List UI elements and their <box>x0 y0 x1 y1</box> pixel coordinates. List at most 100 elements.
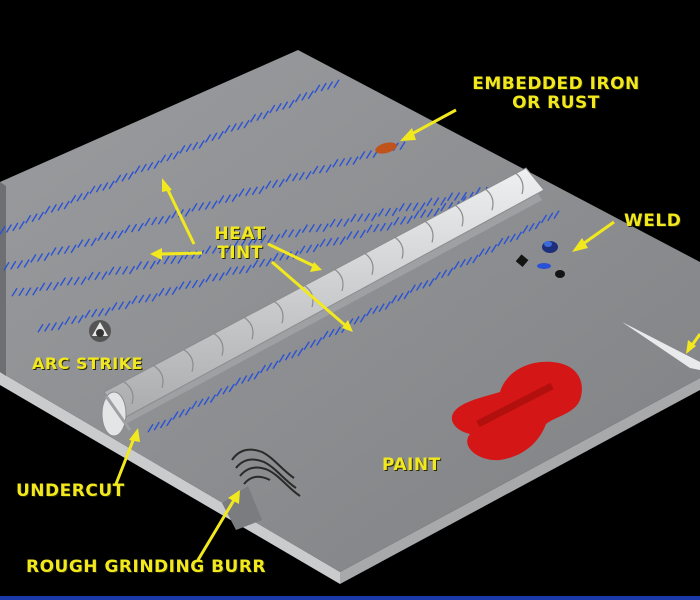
heat-tint-mark <box>287 229 295 238</box>
heat-tint-mark <box>0 225 6 235</box>
heat-tint-mark <box>291 349 298 359</box>
heat-tint-mark <box>465 256 473 266</box>
heat-tint-mark <box>77 239 84 249</box>
heat-tint-mark <box>63 245 71 255</box>
heat-tint-mark <box>218 244 226 254</box>
heat-tint-mark <box>419 202 426 211</box>
heat-tint-mark <box>204 201 211 210</box>
heat-tint-mark <box>274 233 281 243</box>
heat-tint-mark <box>272 252 279 262</box>
heat-tint-mark <box>440 202 447 212</box>
heat-tint-mark <box>82 191 90 201</box>
heat-tint-mark <box>144 217 151 227</box>
weld-ripple <box>153 365 164 389</box>
heat-tint-mark <box>258 185 265 195</box>
heat-tint-mark <box>294 93 302 103</box>
heat-tint-mark <box>262 110 269 120</box>
heat-tint-mark <box>50 247 57 256</box>
heat-tint-mark <box>159 154 167 164</box>
heat-tint-mark <box>89 185 96 195</box>
heat-tint-mark <box>185 280 192 290</box>
heat-tint-mark <box>151 292 158 302</box>
heat-tint-mark <box>222 385 229 395</box>
heat-tint-mark <box>52 281 60 291</box>
heat-tint-mark <box>399 216 407 225</box>
heat-tint-mark <box>178 409 185 418</box>
heat-tint-mark <box>64 316 71 326</box>
heat-tint-mark <box>267 234 274 243</box>
heat-tint-mark <box>433 207 440 217</box>
heat-tint-mark <box>138 294 145 304</box>
heat-tint-mark <box>253 234 260 244</box>
heat-tint-mark <box>328 328 335 338</box>
heat-tint-mark <box>301 224 308 233</box>
heat-tint-mark <box>420 209 427 219</box>
heat-tint-mark <box>83 238 91 248</box>
heat-tint-mark <box>121 172 128 182</box>
heat-tint-mark <box>115 174 122 184</box>
heat-tint-mark <box>247 373 254 382</box>
heat-tint-mark <box>386 221 393 231</box>
heat-tint-mark <box>447 192 454 202</box>
heat-tint-mark <box>415 282 423 291</box>
heat-tint-mark <box>170 255 177 265</box>
heat-tint-mark <box>246 239 253 249</box>
heat-tint-mark <box>16 260 24 269</box>
heat-tint-mark <box>211 272 219 282</box>
heat-tint-mark <box>239 239 246 249</box>
weld-ripple <box>123 381 134 405</box>
heat-tint-mark <box>37 211 45 221</box>
heat-tint-mark <box>377 208 385 217</box>
heat-tint-mark <box>117 229 124 239</box>
heat-tint-mark <box>166 417 173 427</box>
heat-tint-mark <box>12 222 19 232</box>
heat-tint-mark <box>332 236 340 246</box>
heat-tint-mark <box>18 220 25 230</box>
heat-tint-mark <box>131 295 138 305</box>
heat-tint-mark <box>338 157 346 167</box>
heat-tint-mark <box>224 194 232 204</box>
heat-tint-mark <box>297 347 304 357</box>
heat-tint-mark <box>326 81 334 90</box>
heat-tint-mark <box>57 202 64 212</box>
heat-tint-mark <box>127 171 135 180</box>
heat-tint-mark <box>104 231 111 241</box>
label-heat-tint-line1: HEAT <box>214 224 266 244</box>
heat-tint-mark <box>134 165 141 174</box>
heat-tint-mark <box>108 266 115 276</box>
heat-tint-mark <box>307 90 314 100</box>
heat-tint-mark <box>284 351 292 361</box>
weld-ripple <box>273 300 284 324</box>
heat-tint-mark <box>159 419 167 429</box>
heat-tint-mark <box>178 281 185 290</box>
heat-tint-mark <box>11 287 18 297</box>
heat-tint-mark <box>63 200 70 210</box>
heat-tint-mark <box>164 214 171 224</box>
heat-tint-mark <box>50 322 58 331</box>
heat-tint-mark <box>25 214 32 224</box>
heat-tint-mark <box>256 112 263 121</box>
heat-tint-mark <box>90 237 97 247</box>
heat-tint-mark <box>359 151 366 160</box>
heat-tint-mark <box>23 259 30 268</box>
heat-tint-mark <box>434 271 441 281</box>
label-undercut: UNDERCUT <box>16 481 125 501</box>
heat-tint-mark <box>66 276 73 286</box>
heat-tint-mark <box>50 203 57 213</box>
heat-tint-mark <box>359 229 366 239</box>
weld-ripple <box>453 203 464 227</box>
heat-tint-mark <box>325 163 332 173</box>
heat-tint-mark <box>299 245 306 255</box>
steel-plate-edge <box>0 372 340 584</box>
heat-tint-mark <box>399 141 406 151</box>
heat-tint-mark <box>426 208 434 218</box>
label-heat-tint-line2: TINT <box>217 243 263 263</box>
heat-tint-mark <box>94 271 101 281</box>
heat-tint-mark <box>249 113 257 123</box>
heat-tint-mark <box>364 213 371 222</box>
label-arc-strike: ARC STRIKE <box>32 354 144 373</box>
heat-tint-mark <box>149 260 156 270</box>
heat-tint-mark <box>18 287 25 297</box>
heat-tint-mark <box>204 134 212 143</box>
heat-tint-mark <box>412 202 419 212</box>
